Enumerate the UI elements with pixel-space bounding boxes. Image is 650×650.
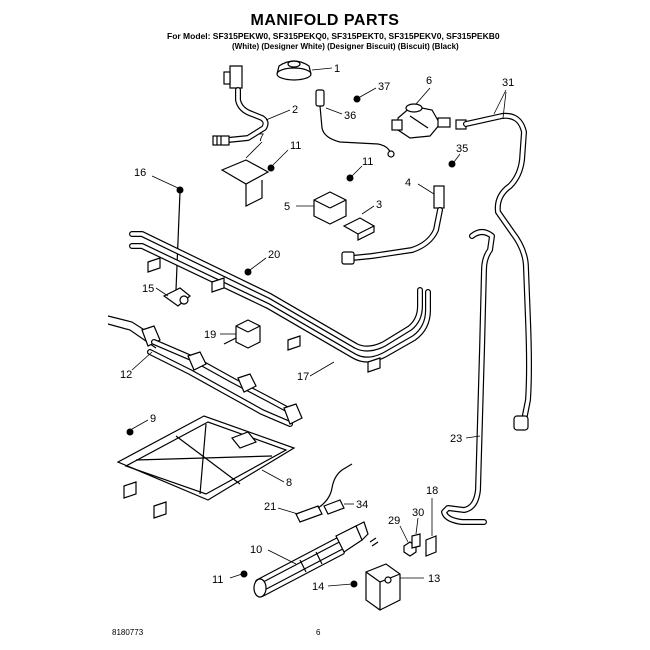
callout-7: 7 — [258, 132, 264, 144]
callout-14: 14 — [312, 581, 324, 593]
part-1-drawing — [276, 60, 333, 81]
page-number: 6 — [316, 628, 321, 637]
callout-17: 17 — [297, 371, 309, 383]
callout-36: 36 — [344, 110, 356, 122]
part-36-37-drawing — [315, 87, 395, 158]
callout-29: 29 — [388, 515, 400, 527]
callout-20: 20 — [268, 249, 280, 261]
callout-23: 23 — [450, 433, 462, 445]
callout-11-bottom: 11 — [212, 574, 223, 586]
part-15-drawing — [155, 287, 191, 307]
callout-35: 35 — [456, 143, 468, 155]
callout-11-top: 11 — [290, 140, 301, 152]
document-code: 8180773 — [112, 628, 144, 637]
callout-34: 34 — [356, 499, 368, 511]
part-23-drawing — [441, 229, 495, 525]
part-4-35-drawing — [341, 153, 461, 265]
callout-2: 2 — [292, 104, 298, 116]
callout-3: 3 — [376, 199, 382, 211]
part-2-drawing — [212, 65, 291, 146]
callout-8: 8 — [286, 477, 292, 489]
part-19-drawing — [220, 319, 261, 349]
part-21-34-drawing — [277, 463, 354, 523]
part-10-11-drawing — [229, 521, 379, 598]
part-7-11-drawing — [220, 141, 363, 207]
callout-16: 16 — [134, 167, 146, 179]
part-20-drawing — [244, 257, 267, 276]
callout-6: 6 — [426, 75, 432, 87]
callout-labels: 1 37 6 31 2 36 7 11 35 11 16 4 5 3 20 15… — [120, 63, 514, 593]
part-12-drawing — [107, 315, 303, 427]
callout-11-mid: 11 — [362, 156, 373, 168]
part-18-29-30-drawing — [399, 498, 437, 557]
color-variants: (White) (Designer White) (Designer Biscu… — [232, 42, 459, 51]
part-8-9-drawing — [116, 415, 296, 519]
callout-18: 18 — [426, 485, 438, 497]
callout-37: 37 — [378, 81, 390, 93]
callout-5: 5 — [284, 201, 290, 213]
part-31-drawing — [455, 89, 532, 431]
callout-9: 9 — [150, 413, 156, 425]
callout-21: 21 — [264, 501, 276, 513]
part-16-17-drawing — [129, 175, 431, 377]
callout-19: 19 — [204, 329, 216, 341]
part-3-5-drawing — [296, 191, 376, 241]
callout-12: 12 — [120, 369, 132, 381]
callout-31: 31 — [502, 77, 514, 89]
callout-15: 15 — [142, 283, 154, 295]
callout-10: 10 — [250, 544, 262, 556]
page-title: MANIFOLD PARTS — [250, 12, 400, 29]
callout-1: 1 — [334, 63, 340, 75]
part-13-14-drawing — [327, 563, 424, 611]
part-6-drawing — [391, 87, 451, 139]
callout-13: 13 — [428, 573, 440, 585]
model-list: For Model: SF315PEKW0, SF315PEKQ0, SF315… — [167, 31, 500, 41]
callout-4: 4 — [405, 177, 411, 189]
callout-30: 30 — [412, 507, 424, 519]
